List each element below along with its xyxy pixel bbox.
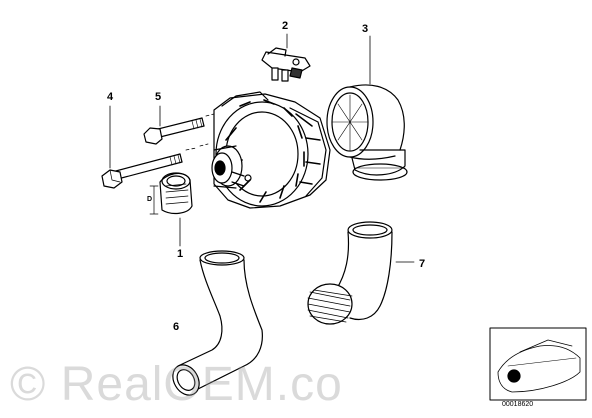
alternator-body — [211, 91, 331, 209]
vehicle-location-inset — [489, 327, 587, 401]
callout-2: 2 — [282, 20, 289, 32]
air-duct-shroud — [326, 35, 408, 181]
dimension-label: D — [147, 196, 153, 203]
callout-4: 4 — [107, 91, 114, 103]
air-hose-corrugated — [307, 221, 415, 325]
watermark: © RealOEM.co — [10, 358, 343, 411]
callout-7: 7 — [419, 258, 426, 270]
callout-6: 6 — [173, 321, 180, 333]
air-hose-bent — [172, 250, 263, 396]
callout-5: 5 — [155, 91, 162, 103]
diagram-number: 00018620 — [502, 401, 534, 408]
bolt-long — [101, 105, 209, 189]
voltage-regulator — [261, 33, 311, 82]
bolt-short — [143, 105, 215, 145]
callout-1: 1 — [177, 248, 184, 260]
callout-3: 3 — [362, 23, 369, 35]
bushing-sleeve — [149, 172, 193, 247]
